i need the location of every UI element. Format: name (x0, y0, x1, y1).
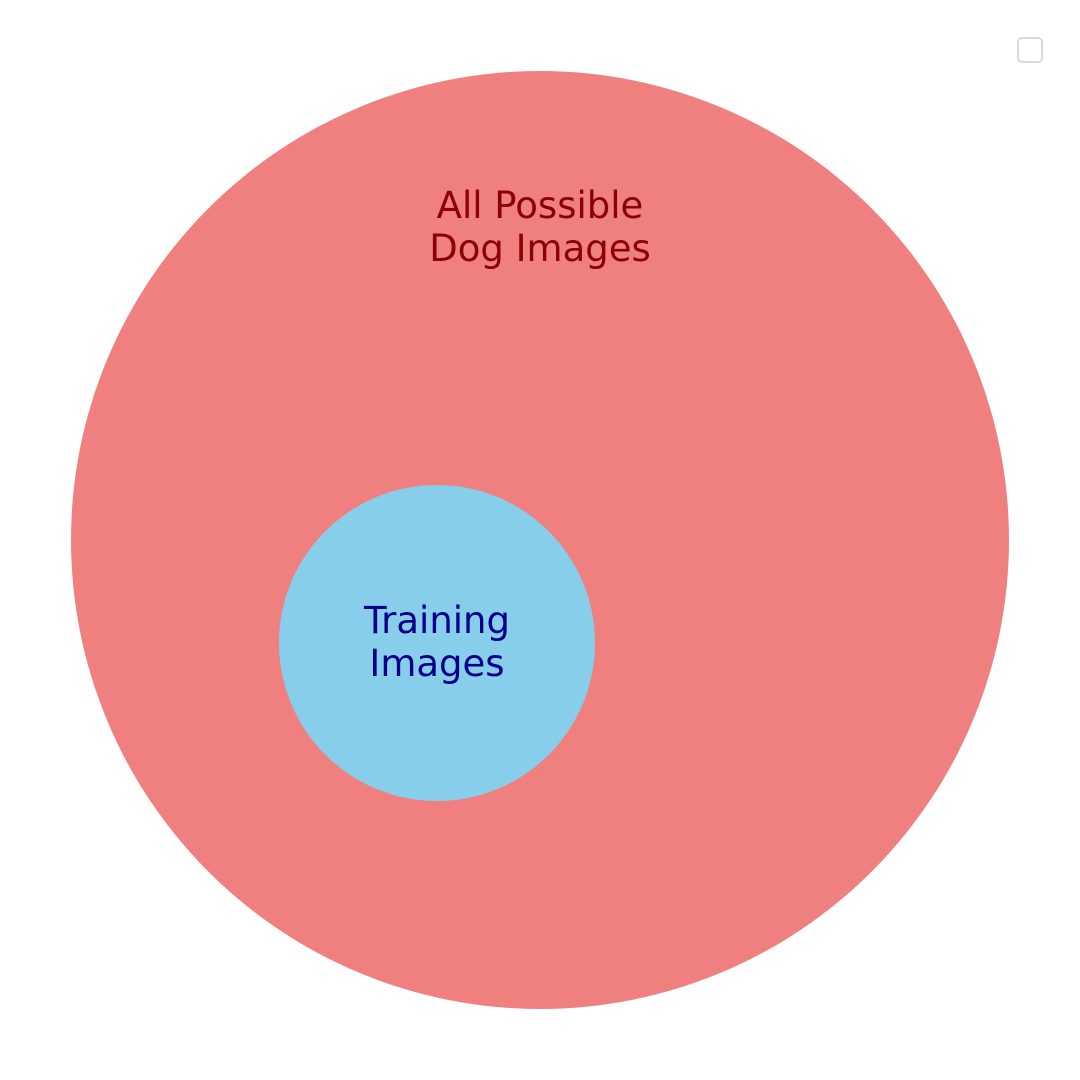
corner-checkbox[interactable] (1017, 37, 1043, 63)
inner-label-line-2: Images (369, 642, 504, 685)
outer-label-line-1: All Possible (437, 184, 644, 227)
inner-label-line-1: Training (363, 599, 510, 642)
outer-label-line-2: Dog Images (429, 227, 651, 270)
inner-circle-training-images (279, 485, 595, 801)
